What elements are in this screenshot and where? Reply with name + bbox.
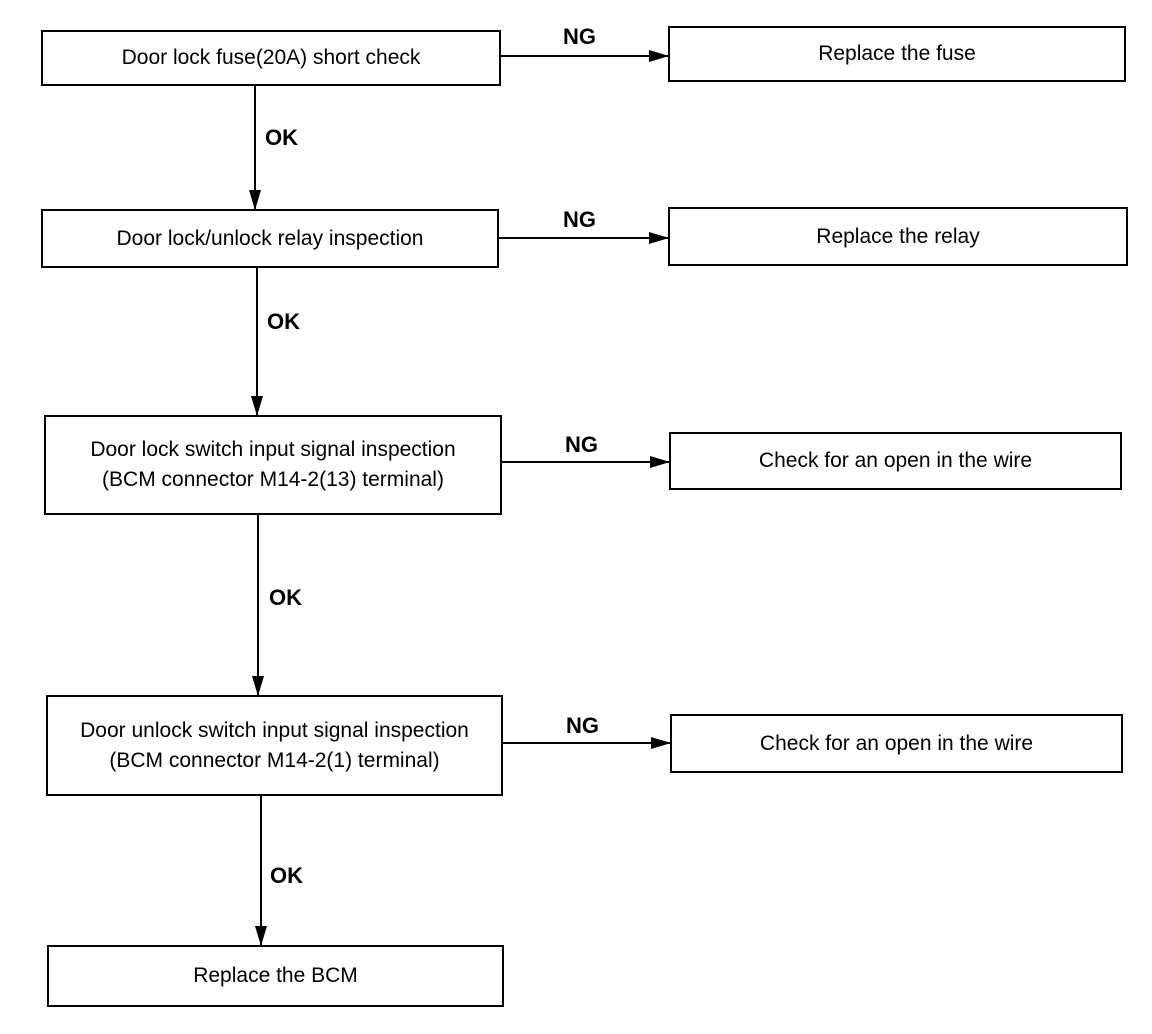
ok-label: OK bbox=[265, 125, 298, 150]
step-text-line-1: Door lock switch input signal inspection bbox=[90, 438, 456, 461]
step-text: Door lock fuse(20A) short check bbox=[121, 46, 421, 69]
result-box-replace-relay: Replace the relay bbox=[668, 207, 1128, 266]
result-box-replace-fuse: Replace the fuse bbox=[668, 26, 1126, 82]
step-box-fuse-check: Door lock fuse(20A) short check bbox=[41, 30, 501, 86]
ok-label: OK bbox=[269, 585, 302, 610]
ok-label: OK bbox=[267, 309, 300, 334]
step-box-lock-switch-signal: Door lock switch input signal inspection… bbox=[44, 415, 502, 515]
result-text: Replace the relay bbox=[816, 224, 980, 248]
step-box-unlock-switch-signal: Door unlock switch input signal inspecti… bbox=[46, 695, 503, 796]
ok-label: OK bbox=[270, 863, 303, 888]
result-text: Check for an open in the wire bbox=[759, 731, 1034, 755]
result-text: Replace the fuse bbox=[818, 42, 976, 65]
final-box-replace-bcm: Replace the BCM bbox=[47, 945, 504, 1007]
ng-label: NG bbox=[565, 432, 598, 457]
step-box-relay-inspection: Door lock/unlock relay inspection bbox=[41, 209, 499, 268]
ng-label: NG bbox=[563, 24, 596, 49]
final-text: Replace the BCM bbox=[193, 964, 358, 987]
step-text-line-2: (BCM connector M14-2(1) terminal) bbox=[109, 748, 440, 772]
result-box-check-open-wire-2: Check for an open in the wire bbox=[670, 714, 1123, 773]
ng-label: NG bbox=[566, 713, 599, 738]
result-box-check-open-wire-1: Check for an open in the wire bbox=[669, 432, 1122, 490]
result-text: Check for an open in the wire bbox=[758, 449, 1033, 472]
step-text: Door lock/unlock relay inspection bbox=[116, 226, 424, 250]
step-text-line-2: (BCM connector M14-2(13) terminal) bbox=[102, 468, 444, 491]
step-text-line-1: Door unlock switch input signal inspecti… bbox=[80, 718, 469, 742]
ng-label: NG bbox=[563, 207, 596, 232]
